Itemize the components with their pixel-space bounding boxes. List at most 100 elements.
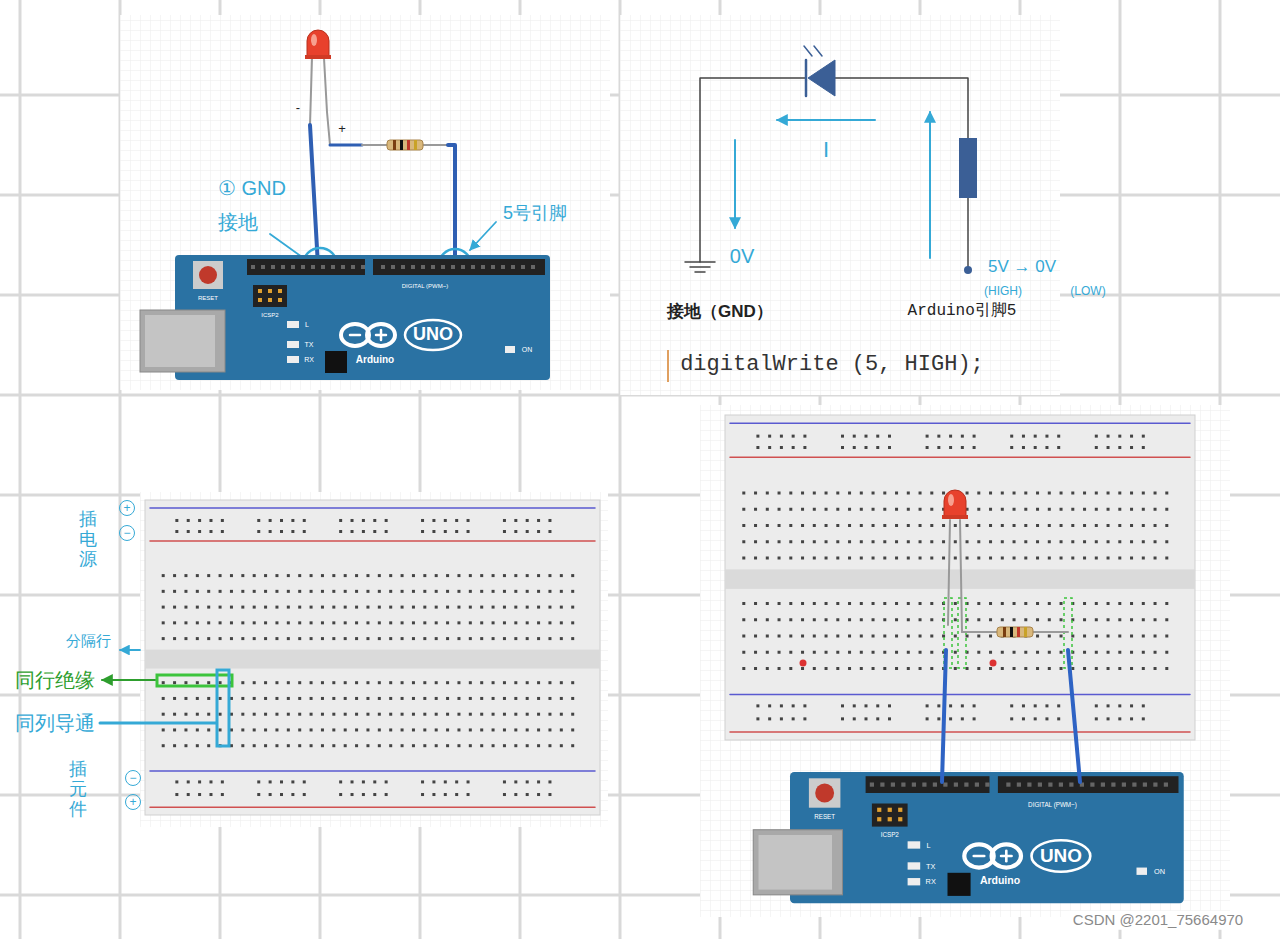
hole xyxy=(401,621,404,624)
hole xyxy=(813,667,816,670)
hole xyxy=(264,681,267,684)
hole xyxy=(310,621,313,624)
hole xyxy=(989,635,992,638)
smd-led xyxy=(908,878,921,885)
hole xyxy=(1107,492,1110,495)
hole xyxy=(253,713,256,716)
hole xyxy=(457,697,460,700)
hole xyxy=(548,606,551,609)
hole xyxy=(836,524,839,527)
hole xyxy=(435,590,438,593)
header-hole xyxy=(281,265,285,269)
hole xyxy=(1142,651,1145,654)
header-hole xyxy=(411,265,415,269)
rail-hole xyxy=(768,704,771,707)
rail-hole xyxy=(876,446,879,449)
hole xyxy=(457,590,460,593)
rail-hole xyxy=(1095,704,1098,707)
board-label: DIGITAL (PWM~) xyxy=(402,283,449,290)
hole xyxy=(848,508,851,511)
hole xyxy=(514,574,517,577)
hole xyxy=(1083,651,1086,654)
hole xyxy=(241,637,244,640)
hole xyxy=(162,637,165,640)
rail-hole xyxy=(756,704,759,707)
hole xyxy=(1001,557,1004,560)
hole xyxy=(378,574,381,577)
hole xyxy=(310,744,313,747)
hole xyxy=(1060,602,1063,605)
hole xyxy=(754,557,757,560)
rail-hole xyxy=(385,519,388,522)
rail-hole xyxy=(421,793,424,796)
hole xyxy=(321,574,324,577)
hole xyxy=(389,574,392,577)
hole xyxy=(1071,540,1074,543)
hole xyxy=(1060,492,1063,495)
hole xyxy=(778,618,781,621)
rail-hole xyxy=(1057,717,1060,720)
hole xyxy=(907,508,910,511)
led-symbol-bar xyxy=(805,60,808,96)
red-dot xyxy=(990,660,997,667)
smd-led xyxy=(287,341,299,348)
hole xyxy=(860,602,863,605)
hole xyxy=(264,713,267,716)
hole xyxy=(173,637,176,640)
rail-hole xyxy=(548,519,551,522)
header-hole xyxy=(1132,783,1136,787)
hole xyxy=(207,621,210,624)
header-hole xyxy=(1006,783,1010,787)
rail-hole xyxy=(853,435,856,438)
rail-hole xyxy=(1045,704,1048,707)
rail-sign: − xyxy=(125,770,141,786)
hole xyxy=(754,635,757,638)
rail-hole xyxy=(198,530,201,533)
hole xyxy=(162,744,165,747)
hole xyxy=(287,681,290,684)
hole xyxy=(1130,651,1133,654)
hole xyxy=(173,713,176,716)
hole xyxy=(423,697,426,700)
header-hole xyxy=(431,265,435,269)
chip xyxy=(948,873,971,896)
hole xyxy=(378,590,381,593)
hole xyxy=(230,574,233,577)
hole xyxy=(977,492,980,495)
header-hole xyxy=(901,783,905,787)
hole xyxy=(332,744,335,747)
hole xyxy=(1118,557,1121,560)
hole xyxy=(253,681,256,684)
hole xyxy=(355,713,358,716)
hole xyxy=(446,621,449,624)
hole xyxy=(1107,651,1110,654)
hole xyxy=(321,606,324,609)
rail-hole xyxy=(803,435,806,438)
hole xyxy=(1013,508,1016,511)
hole xyxy=(789,667,792,670)
hole xyxy=(344,697,347,700)
rail-hole xyxy=(1045,717,1048,720)
annotation: 插元件 xyxy=(69,760,87,819)
hole xyxy=(469,681,472,684)
hole xyxy=(989,667,992,670)
hole xyxy=(1013,602,1016,605)
hole xyxy=(401,713,404,716)
hole xyxy=(742,540,745,543)
hole xyxy=(1118,651,1121,654)
hole xyxy=(1048,618,1051,621)
hole xyxy=(825,667,828,670)
hole xyxy=(571,728,574,731)
board-label: ON xyxy=(1154,868,1165,876)
hole xyxy=(264,728,267,731)
hole xyxy=(526,697,529,700)
hole xyxy=(1095,602,1098,605)
hole xyxy=(571,637,574,640)
hole xyxy=(1048,492,1051,495)
rail-hole xyxy=(1095,435,1098,438)
hole xyxy=(778,524,781,527)
rail-hole xyxy=(291,530,294,533)
hole xyxy=(1154,635,1157,638)
hole xyxy=(480,713,483,716)
